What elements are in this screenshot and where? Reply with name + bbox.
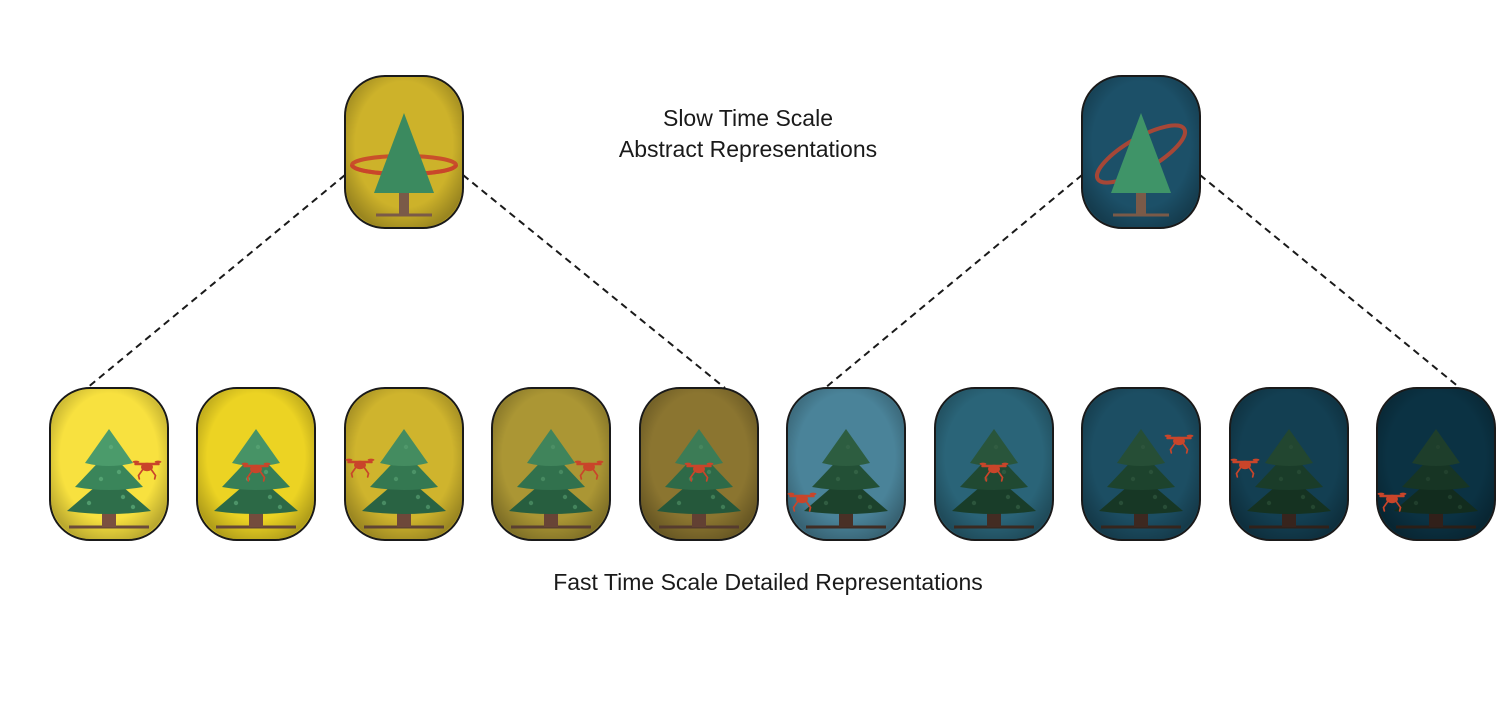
- pine-tree-icon: [804, 429, 888, 529]
- detailed-node: [639, 387, 759, 541]
- detailed-nodes: [49, 387, 1496, 541]
- abstract-node-teal: [1081, 75, 1201, 229]
- pine-tree-icon: [67, 429, 151, 529]
- pine-tree-icon: [509, 429, 593, 529]
- detailed-node: [786, 387, 906, 541]
- detailed-node: [1376, 387, 1496, 541]
- dashed-connector: [824, 174, 1083, 389]
- drone-icon: [132, 460, 162, 480]
- pine-tree-icon: [1394, 429, 1478, 529]
- drone-icon: [979, 462, 1009, 482]
- drone-icon: [241, 462, 271, 482]
- dashed-connector: [86, 174, 346, 389]
- drone-icon: [684, 462, 714, 482]
- dashed-connector: [1199, 174, 1461, 389]
- pine-tree-icon: [374, 113, 434, 217]
- pine-tree-icon: [657, 429, 741, 529]
- detailed-node: [49, 387, 169, 541]
- drone-icon: [787, 492, 817, 512]
- dashed-connector: [462, 174, 726, 389]
- connector-lines: [86, 174, 1461, 389]
- detailed-node: [344, 387, 464, 541]
- detailed-node: [491, 387, 611, 541]
- detailed-node: [1081, 387, 1201, 541]
- slow-label-line1: Slow Time Scale: [662, 105, 833, 131]
- detailed-node: [1229, 387, 1349, 541]
- slow-time-scale-label: Slow Time Scale Abstract Representations: [560, 103, 936, 165]
- drone-icon: [345, 458, 375, 478]
- pine-tree-icon: [1111, 113, 1171, 217]
- detailed-node: [196, 387, 316, 541]
- detailed-node: [934, 387, 1054, 541]
- drone-icon: [1164, 434, 1194, 454]
- drone-icon: [1230, 458, 1260, 478]
- slow-label-line2: Abstract Representations: [618, 136, 878, 162]
- abstract-node-yellow: [344, 75, 464, 229]
- drone-icon: [574, 460, 604, 480]
- fast-time-scale-label: Fast Time Scale Detailed Representations: [468, 567, 1068, 598]
- pine-tree-icon: [362, 429, 446, 529]
- pine-tree-icon: [1247, 429, 1331, 529]
- drone-icon: [1377, 492, 1407, 512]
- abstract-nodes: [344, 75, 1201, 229]
- fast-label: Fast Time Scale Detailed Representations: [553, 569, 983, 595]
- pine-tree-icon: [1099, 429, 1183, 529]
